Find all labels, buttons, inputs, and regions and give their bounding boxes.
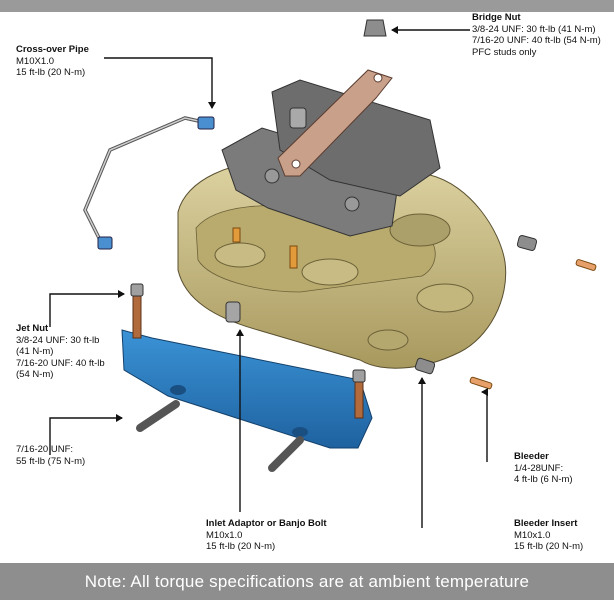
cross-over-pipe-label: Cross-over Pipe M10X1.0 15 ft-lb (20 N-m… xyxy=(16,44,89,78)
cross-over-pipe xyxy=(83,116,215,250)
bridge-nut-label: Bridge Nut 3/8-24 UNF: 30 ft-lb (41 N-m)… xyxy=(472,12,601,58)
mounting-bracket xyxy=(121,329,373,449)
inlet-adaptor-label: Inlet Adaptor or Banjo Bolt M10x1.0 15 f… xyxy=(206,518,327,552)
leader-lines xyxy=(49,26,488,528)
bleeder-insert-label: Bleeder Insert M10x1.0 15 ft-lb (20 N-m) xyxy=(514,518,584,552)
mount-bolts xyxy=(136,400,304,472)
mounting-studs xyxy=(130,227,366,419)
bleeder-label: Bleeder 1/4-28UNF: 4 ft-lb (6 N-m) xyxy=(514,451,573,485)
top-bar xyxy=(0,0,614,12)
bleeder-parts xyxy=(225,235,597,390)
mount-bolt-label: 7/16-20 UNF: 55 ft-lb (75 N-m) xyxy=(16,444,86,467)
jet-nut-label: Jet Nut 3/8-24 UNF: 30 ft-lb (41 N-m) 7/… xyxy=(16,323,105,380)
bridge-nut-part xyxy=(289,19,387,129)
bridge-plate xyxy=(277,69,393,177)
footer-note: Note: All torque specifications are at a… xyxy=(0,563,614,600)
